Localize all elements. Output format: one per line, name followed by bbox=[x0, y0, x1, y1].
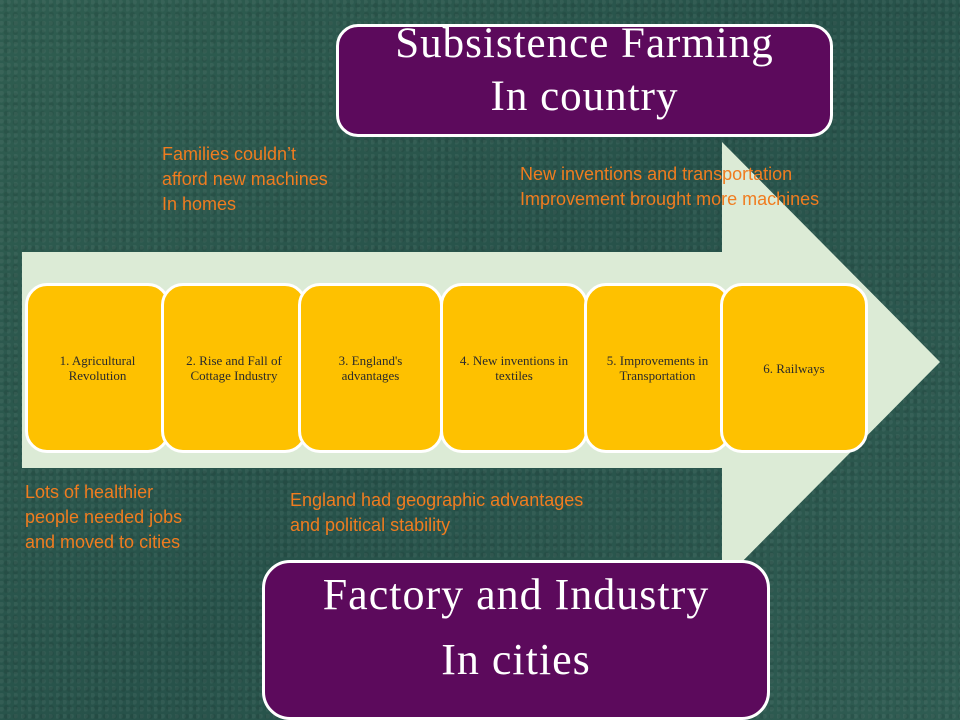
note-inventions: New inventions and transportation Improv… bbox=[520, 162, 819, 212]
note-line: people needed jobs bbox=[25, 507, 183, 527]
note-healthier: Lots of healthier people needed jobs and… bbox=[25, 480, 182, 555]
note-line: and moved to cities bbox=[25, 532, 181, 552]
step-label: 5. Improvements in Transportation bbox=[606, 353, 709, 383]
note-line: England had geographic advantages bbox=[290, 490, 584, 510]
factory-industry-box: Factory and Industry In cities bbox=[262, 560, 770, 720]
note-line: Families couldn’t bbox=[162, 144, 297, 164]
step-railways: 6. Railways bbox=[720, 283, 868, 453]
step-label: 6. Railways bbox=[763, 360, 825, 376]
subsistence-farming-box: Subsistence Farming In country bbox=[336, 24, 833, 137]
note-line: In homes bbox=[162, 194, 237, 214]
step-label: 1. Agricultural Revolution bbox=[59, 353, 136, 383]
note-line: Improvement brought more machines bbox=[520, 189, 820, 209]
step-transportation: 5. Improvements in Transportation bbox=[584, 283, 731, 453]
top-box-line1: Subsistence Farming bbox=[395, 24, 774, 67]
step-englands-advantages: 3. England's advantages bbox=[298, 283, 443, 453]
step-textile-inventions: 4. New inventions in textiles bbox=[440, 283, 588, 453]
step-label: 4. New inventions in textiles bbox=[459, 353, 569, 383]
note-line: and political stability bbox=[290, 515, 451, 535]
step-label: 3. England's advantages bbox=[338, 353, 403, 383]
note-line: afford new machines bbox=[162, 169, 328, 189]
bottom-box-line1: Factory and Industry bbox=[322, 570, 710, 619]
top-box-line2: In country bbox=[490, 73, 679, 120]
note-families: Families couldn’t afford new machines In… bbox=[162, 142, 328, 217]
note-line: New inventions and transportation bbox=[520, 164, 793, 184]
bottom-box-line2: In cities bbox=[441, 635, 591, 684]
note-geographic: England had geographic advantages and po… bbox=[290, 488, 583, 538]
step-label: 2. Rise and Fall of Cottage Industry bbox=[186, 353, 282, 383]
note-line: Lots of healthier bbox=[25, 482, 154, 502]
step-agricultural-revolution: 1. Agricultural Revolution bbox=[25, 283, 170, 453]
step-cottage-industry: 2. Rise and Fall of Cottage Industry bbox=[161, 283, 307, 453]
